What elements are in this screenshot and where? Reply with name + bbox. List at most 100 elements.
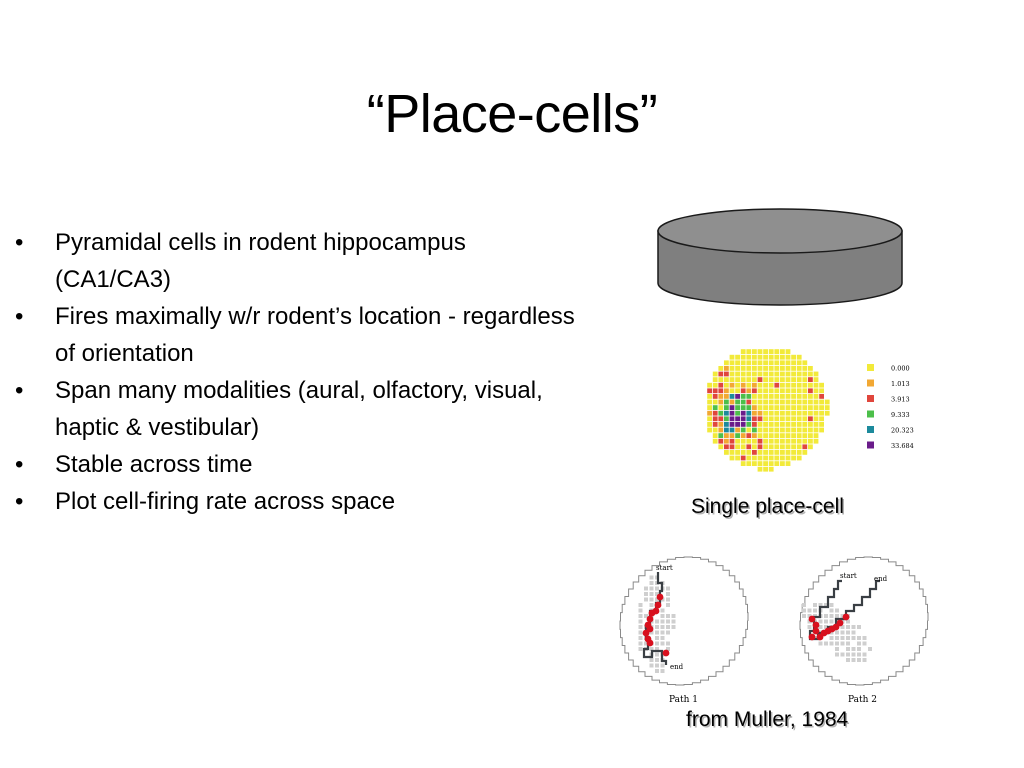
heatmap-cell — [791, 388, 796, 394]
heatmap-cell — [768, 354, 774, 360]
heatmap-cell — [746, 349, 752, 354]
occupancy-dot — [638, 636, 643, 640]
heatmap-cell — [796, 422, 802, 427]
heatmap-cell — [757, 433, 763, 438]
firing-spike-dot — [642, 629, 650, 637]
heatmap-cell — [802, 394, 808, 399]
firing-spike-dot — [646, 615, 654, 623]
heatmap-cell — [768, 416, 774, 422]
heatmap-cell — [768, 399, 774, 405]
heatmap-cell — [780, 427, 785, 433]
heatmap-cell — [729, 410, 735, 416]
heatmap-cell — [791, 416, 796, 422]
heatmap-cell — [791, 455, 796, 461]
heatmap-cell — [740, 360, 746, 366]
heatmap-cell — [785, 416, 791, 422]
heatmap-cell — [724, 422, 729, 427]
heatmap-cell — [752, 455, 757, 461]
heatmap-cell — [740, 461, 746, 466]
heatmap-cell — [712, 388, 718, 394]
heatmap-cell — [802, 427, 808, 433]
bullet-text: Fires maximally w/r rodent’s location - … — [55, 303, 575, 367]
heatmap-cell — [808, 366, 813, 371]
occupancy-dot — [818, 619, 823, 624]
heatmap-cell — [763, 388, 768, 394]
heatmap-cell — [729, 394, 735, 399]
heatmap-cell — [746, 394, 752, 399]
heatmap-cell — [774, 427, 780, 433]
heatmap-cell — [785, 354, 791, 360]
heatmap-cell — [819, 422, 824, 427]
heatmap-cell — [796, 399, 802, 405]
occupancy-dot — [638, 641, 643, 646]
heatmap-cell — [746, 360, 752, 366]
heatmap-cell — [763, 377, 768, 382]
heatmap-cell — [740, 450, 746, 455]
heatmap-cell — [718, 422, 724, 427]
occupancy-dot — [818, 603, 823, 607]
heatmap-cell — [774, 371, 780, 377]
heatmap-cell — [724, 394, 729, 399]
occupancy-dot — [649, 630, 654, 635]
heatmap-cell — [724, 360, 729, 366]
heatmap-cell — [740, 427, 746, 433]
heatmap-cell — [802, 422, 808, 427]
occupancy-dot — [840, 636, 845, 640]
heatmap-cell — [729, 388, 735, 394]
heatmap-cell — [785, 438, 791, 444]
heatmap-cell — [729, 416, 735, 422]
heatmap-cell — [768, 388, 774, 394]
occupancy-dot — [638, 619, 643, 624]
heatmap-cell — [768, 394, 774, 399]
heatmap-cell — [796, 427, 802, 433]
heatmap-cell — [712, 399, 718, 405]
heatmap-cell — [729, 438, 735, 444]
heatmap-cell — [796, 354, 802, 360]
heatmap-cell — [735, 433, 740, 438]
heatmap-cell — [791, 450, 796, 455]
heatmap-cell — [718, 410, 724, 416]
occupancy-dot — [818, 625, 823, 629]
heatmap-cell — [796, 377, 802, 382]
bullet-item: •Pyramidal cells in rodent hippocampus (… — [15, 224, 575, 298]
occupancy-dot — [644, 586, 648, 591]
heatmap-cell — [729, 444, 735, 450]
heatmap-cell — [774, 366, 780, 371]
heatmap-cell — [735, 410, 740, 416]
occupancy-dot — [649, 647, 654, 651]
occupancy-dot — [857, 652, 861, 657]
occupancy-dot — [660, 663, 665, 668]
heatmap-cell — [774, 461, 780, 466]
heatmap-cell — [774, 382, 780, 388]
legend-swatch — [867, 410, 874, 418]
occupancy-dot — [862, 636, 867, 640]
heatmap-cell — [746, 455, 752, 461]
heatmap-cell — [763, 399, 768, 405]
heatmap-cell — [718, 382, 724, 388]
occupancy-dot — [649, 586, 654, 591]
heatmap-cell — [746, 399, 752, 405]
occupancy-dot — [862, 641, 867, 646]
heatmap-cell — [819, 427, 824, 433]
heatmap-cell — [718, 438, 724, 444]
occupancy-dot — [829, 614, 834, 618]
bullet-item: •Fires maximally w/r rodent’s location -… — [15, 298, 575, 372]
heatmap-cell — [785, 382, 791, 388]
legend-value-label: 33.684 — [891, 442, 914, 450]
heatmap-cell — [802, 450, 808, 455]
heatmap-cell — [763, 360, 768, 366]
heatmap-cell — [780, 349, 785, 354]
heatmap-cell — [802, 382, 808, 388]
occupancy-dot — [813, 603, 817, 607]
heatmap-cell — [808, 416, 813, 422]
heatmap-cell — [757, 377, 763, 382]
heatmap-cell — [763, 422, 768, 427]
occupancy-dot — [666, 603, 670, 607]
heatmap-cell — [763, 354, 768, 360]
heatmap-cell — [791, 399, 796, 405]
heatmap-cell — [707, 405, 712, 410]
heatmap-cell — [774, 433, 780, 438]
heatmap-cell — [752, 399, 757, 405]
firing-spike-dot — [808, 615, 816, 623]
firing-spike-dot — [662, 649, 670, 657]
